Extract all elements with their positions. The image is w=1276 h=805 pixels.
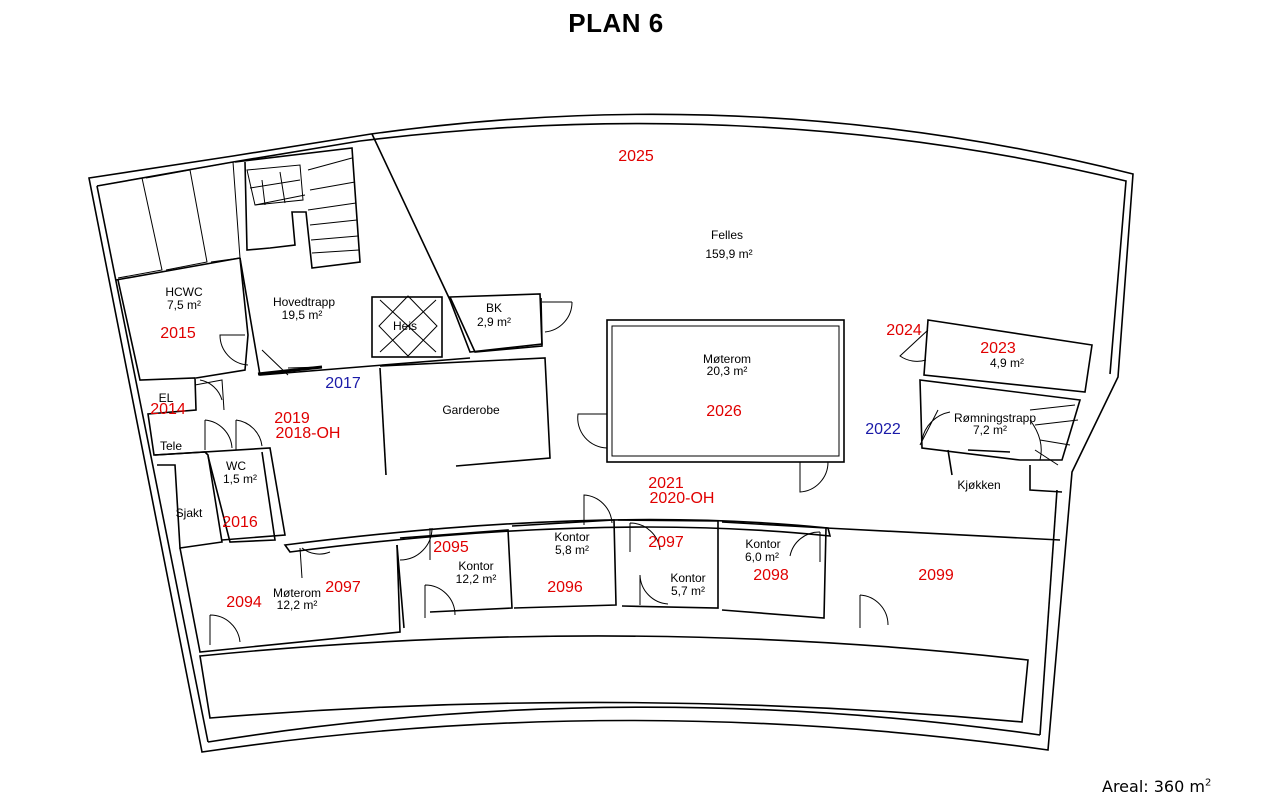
tele-name: Tele xyxy=(160,439,182,453)
moterom-2026-walls xyxy=(577,319,845,493)
room-number-2015: 2015 xyxy=(160,325,196,342)
room-number-2016: 2016 xyxy=(222,514,258,531)
hcwc-area: 7,5 m² xyxy=(167,298,201,312)
el-name: EL xyxy=(159,391,174,405)
total-area-label: Areal: 360 m xyxy=(1102,777,1205,796)
moterom-small-name: Møterom xyxy=(273,586,321,600)
heis-name: Heis xyxy=(393,319,417,333)
hovedtrapp-walls xyxy=(239,257,471,376)
room-number-2026: 2026 xyxy=(706,403,742,420)
kontor-2095-name: Kontor xyxy=(458,559,493,573)
room-number-2097-b: 2097 xyxy=(325,579,361,596)
sjakt-name: Sjakt xyxy=(176,506,203,520)
kontor-2096-area: 5,8 m² xyxy=(555,543,589,557)
felles-name: Felles xyxy=(711,228,743,242)
kontor-2095-area: 12,2 m² xyxy=(456,572,497,586)
wc-name: WC xyxy=(226,459,246,473)
corridor-walls xyxy=(283,494,832,553)
hcwc-name: HCWC xyxy=(165,285,203,299)
romningstrapp-area: 7,2 m² xyxy=(973,423,1007,437)
total-area: Areal: 360 m2 xyxy=(1102,777,1211,796)
plan-title: PLAN 6 xyxy=(568,8,664,38)
hovedtrapp-name: Hovedtrapp xyxy=(273,295,335,309)
garderobe-walls xyxy=(261,349,551,476)
moterom-small-area: 12,2 m² xyxy=(277,598,318,612)
room-number-2098: 2098 xyxy=(753,567,789,584)
bk-name: BK xyxy=(486,301,502,315)
room-number-2014: 2014 xyxy=(150,401,186,418)
room-2023-area: 4,9 m² xyxy=(990,356,1024,370)
room-number-2022: 2022 xyxy=(865,421,901,438)
shafts-top-left xyxy=(96,161,241,281)
room-number-2024: 2024 xyxy=(886,322,922,339)
bk-area: 2,9 m² xyxy=(477,315,511,329)
bk-room xyxy=(448,293,573,353)
room-number-2097-a: 2097 xyxy=(648,534,684,551)
hovedtrapp-area: 19,5 m² xyxy=(282,308,323,322)
felles-area: 159,9 m² xyxy=(705,247,752,261)
moterom-large-name: Møterom xyxy=(703,352,751,366)
room-number-2019: 2019 xyxy=(274,410,310,427)
room-number-2023: 2023 xyxy=(980,340,1016,357)
room-number-2020: 2020-OH xyxy=(650,490,715,507)
garderobe-name: Garderobe xyxy=(442,403,500,417)
room-numbers: 2025 2024 2023 2015 2017 2014 2019 2018-… xyxy=(150,148,1016,611)
room-labels: Felles 159,9 m² HCWC 7,5 m² Hovedtrapp 1… xyxy=(159,228,1037,612)
room-number-2094: 2094 xyxy=(226,594,262,611)
kontor-2098-name: Kontor xyxy=(745,537,780,551)
outer-walls xyxy=(88,113,1134,753)
bottom-offices xyxy=(179,519,1061,653)
kontor-2098-area: 6,0 m² xyxy=(745,550,779,564)
right-rooms xyxy=(899,319,1093,493)
bottom-terrace xyxy=(199,635,1029,723)
room-number-2025: 2025 xyxy=(618,148,654,165)
left-rooms xyxy=(117,257,286,549)
romningstrapp-name: Rømningstrapp xyxy=(954,411,1036,425)
heis-shaft xyxy=(371,295,443,358)
wc-area: 1,5 m² xyxy=(223,472,257,486)
room-number-2021: 2021 xyxy=(648,475,684,492)
moterom-large-area: 20,3 m² xyxy=(707,364,748,378)
room-number-2018: 2018-OH xyxy=(276,425,341,442)
kontor-2097-name: Kontor xyxy=(670,571,705,585)
room-number-2096: 2096 xyxy=(547,579,583,596)
kontor-2097-area: 5,7 m² xyxy=(671,584,705,598)
kontor-2096-name: Kontor xyxy=(554,530,589,544)
room-number-2017: 2017 xyxy=(325,375,361,392)
room-number-2095: 2095 xyxy=(433,539,469,556)
total-area-unit-exponent: 2 xyxy=(1204,777,1212,789)
kjokken-name: Kjøkken xyxy=(957,478,1000,492)
room-number-2099: 2099 xyxy=(918,567,954,584)
